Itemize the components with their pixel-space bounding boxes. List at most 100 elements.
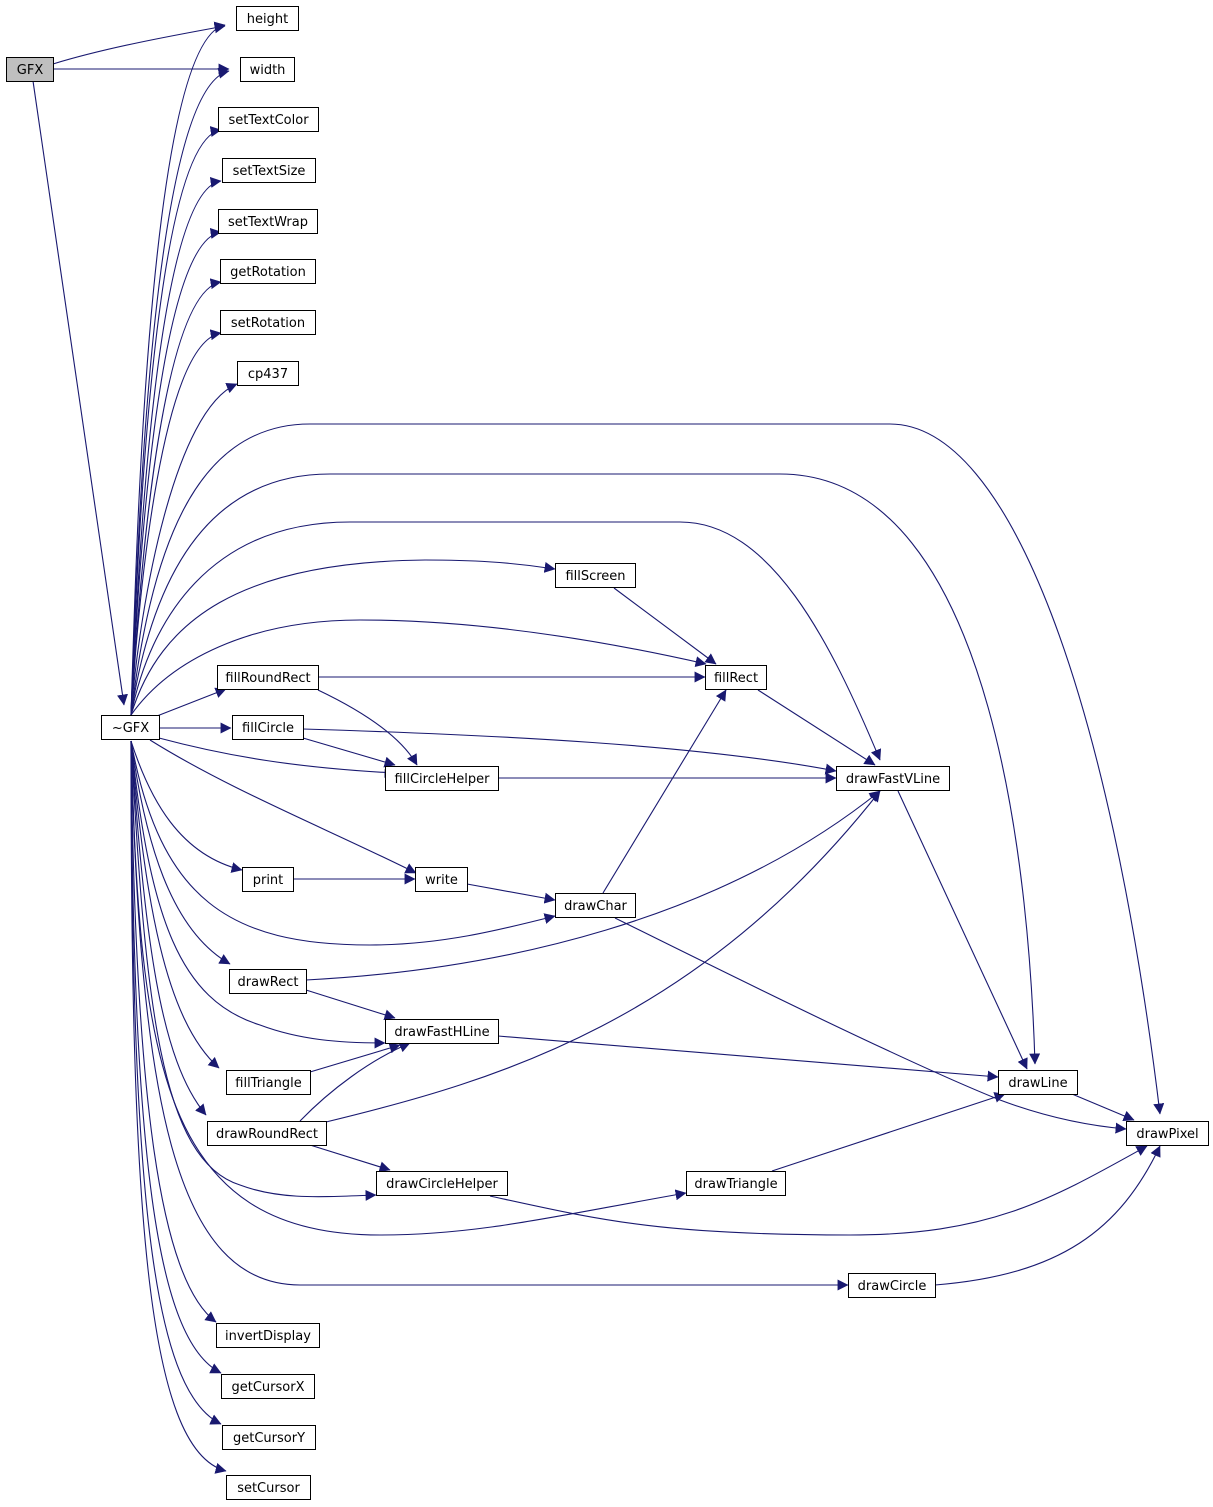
node-print[interactable]: print [242,867,294,892]
node-label: drawTriangle [694,1177,777,1192]
node-fillRoundRect[interactable]: fillRoundRect [217,665,319,690]
edge-dtor-to-drawChar [130,740,556,946]
node-GFX[interactable]: GFX [6,57,54,82]
node-box [222,1425,316,1450]
edge-fillCircle-to-fillCircleHelper [302,737,396,768]
node-drawRect[interactable]: drawRect [229,969,307,994]
node-box [226,1475,311,1500]
node-box [220,310,316,335]
node-drawCircleHelper[interactable]: drawCircleHelper [376,1171,508,1196]
node-box [242,867,294,892]
edge-path [130,740,217,1323]
node-box [836,766,950,791]
node-box [240,57,295,82]
edge-layer [32,21,1165,1474]
edge-path [302,737,396,768]
node-layer: GFX height width setTextColor setTextSize set… [6,6,1209,1500]
edge-dtor-to-drawCircle [130,740,849,1291]
edge-GFX-to-height [52,22,226,65]
node-drawFastVLine[interactable]: drawFastVLine [836,766,950,791]
edge-dtor-to-fillRect [130,619,707,716]
edge-path [317,689,418,766]
node-label: drawFastVLine [846,772,940,787]
edge-path [602,689,727,894]
node-label: drawPixel [1136,1127,1198,1142]
node-label: drawCircleHelper [386,1177,498,1192]
node-label: getCursorY [233,1431,305,1446]
node-dtor[interactable]: ~GFX [101,715,160,740]
node-setTextSize[interactable]: setTextSize [222,158,316,183]
edge-drawTriangle-to-drawLine [771,1092,1006,1172]
node-getRotation[interactable]: getRotation [220,259,316,284]
node-label: getRotation [230,265,306,280]
node-cp437[interactable]: cp437 [237,361,299,386]
node-box [218,107,319,132]
edge-path [130,740,231,965]
edge-path [130,329,222,716]
edge-path [130,740,556,946]
node-box [220,259,316,284]
edge-dtor-to-drawFastVLine [130,521,882,761]
edge-dtor-to-drawLine [130,473,1041,1065]
node-fillScreen[interactable]: fillScreen [555,563,636,588]
node-drawTriangle[interactable]: drawTriangle [686,1171,786,1196]
node-width[interactable]: width [240,57,295,82]
node-setTextWrap[interactable]: setTextWrap [218,209,318,234]
node-label: fillCircleHelper [395,772,491,787]
edge-dtor-to-fillCircleHelper [158,737,396,778]
node-label: getCursorX [232,1380,305,1395]
edge-path [897,790,1028,1070]
edge-drawChar-to-fillRect [602,689,727,894]
node-label: fillRoundRect [225,671,310,686]
edge-dtor-to-setCursor [130,740,227,1474]
edge-dtor-to-drawRect [130,740,231,965]
node-drawPixel[interactable]: drawPixel [1126,1121,1209,1146]
node-getCursorX[interactable]: getCursorX [221,1374,315,1399]
node-fillCircleHelper[interactable]: fillCircleHelper [385,766,499,791]
node-invertDisplay[interactable]: invertDisplay [216,1323,320,1348]
node-label: drawFastHLine [394,1025,489,1040]
node-getCursorY[interactable]: getCursorY [222,1425,316,1450]
node-box [385,1019,499,1044]
node-label: GFX [17,63,44,78]
node-label: drawLine [1008,1076,1067,1091]
node-drawChar[interactable]: drawChar [555,893,636,918]
node-fillCircle[interactable]: fillCircle [232,715,304,740]
edge-path [130,740,687,1236]
node-label: setCursor [237,1481,300,1496]
node-drawFastHLine[interactable]: drawFastHLine [385,1019,499,1044]
node-drawLine[interactable]: drawLine [998,1070,1078,1095]
edge-path [130,473,1041,1065]
edge-drawCircle-to-drawPixel [934,1145,1161,1286]
edge-path [305,790,881,981]
node-box [555,893,636,918]
node-fillTriangle[interactable]: fillTriangle [226,1070,311,1095]
node-setTextColor[interactable]: setTextColor [218,107,319,132]
edge-path [305,989,396,1021]
edge-path [130,740,849,1291]
edge-drawRoundRect-to-drawCircleHelper [309,1144,391,1173]
node-box [217,665,319,690]
node-height[interactable]: height [236,6,299,31]
edge-path [489,1145,1148,1236]
node-setCursor[interactable]: setCursor [226,1475,311,1500]
edge-path [302,728,837,775]
edge-dtor-to-setTextWrap [130,228,222,716]
edge-path [130,740,243,873]
edge-path [1071,1093,1135,1122]
edge-path [130,740,207,1116]
node-write[interactable]: write [415,867,468,892]
node-label: setTextSize [233,164,306,179]
edge-path [466,883,556,904]
node-drawCircle[interactable]: drawCircle [848,1273,936,1298]
node-setRotation[interactable]: setRotation [220,310,316,335]
edge-dtor-to-drawTriangle [130,740,687,1236]
node-fillRect[interactable]: fillRect [705,665,767,690]
edge-fillTriangle-to-drawFastHLine [309,1042,401,1073]
edge-drawCircleHelper-to-drawPixel [489,1145,1148,1236]
node-box [555,563,636,588]
edge-drawRoundRect-to-drawFastVLine [325,790,881,1123]
node-drawRoundRect[interactable]: drawRoundRect [207,1121,327,1146]
edge-path [130,521,882,761]
